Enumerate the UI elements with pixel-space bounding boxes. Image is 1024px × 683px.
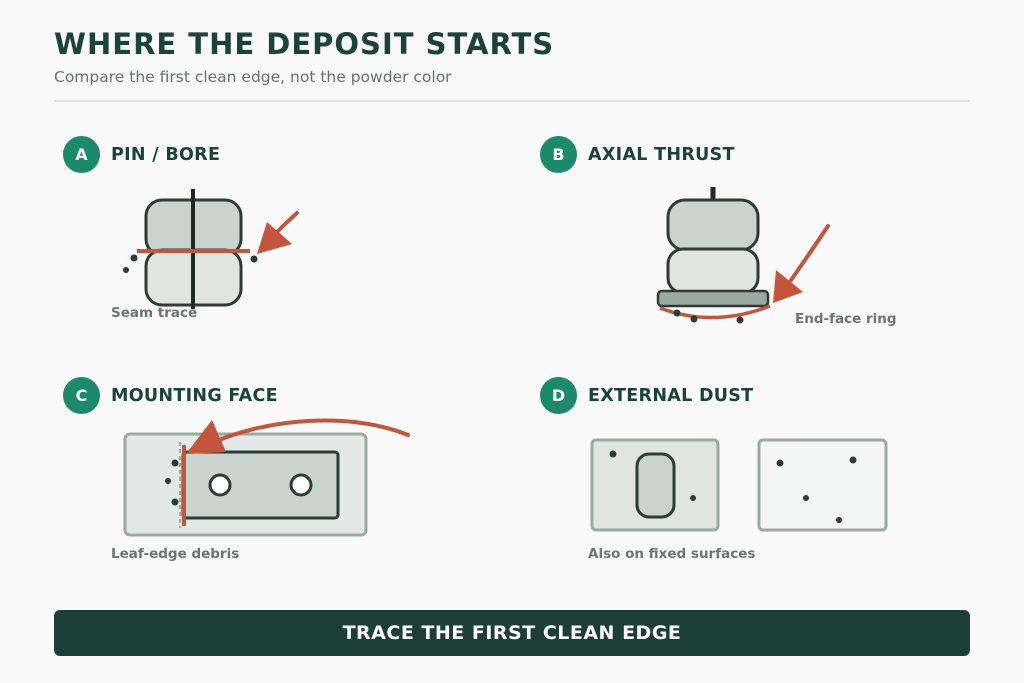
panel-b-caption: End-face ring [795, 311, 897, 327]
pointer-arrow-head [186, 420, 226, 454]
end-face-ring-trace [659, 304, 771, 320]
pointer-arrow-head [773, 270, 803, 303]
axial-thrust-illustration [656, 187, 830, 324]
dust-dot [803, 495, 809, 501]
upper-stack-element [666, 198, 760, 252]
debris-dot [130, 254, 138, 262]
panel-c-caption: Leaf-edge debris [111, 546, 240, 562]
debris-dot [171, 459, 179, 467]
mounting-face-illustration [123, 418, 410, 537]
dust-dot [690, 495, 696, 501]
debris-dot [123, 267, 129, 273]
page-subtitle: Compare the first clean edge, not the po… [54, 68, 452, 86]
pin-bore-illustration [123, 189, 299, 309]
pointer-arrow-shaft [212, 418, 410, 444]
debris-dot [165, 478, 171, 484]
panel-c-title: MOUNTING FACE [111, 386, 278, 406]
panel-a-title: PIN / BORE [111, 145, 221, 165]
component-body [635, 452, 676, 519]
debris-dot [736, 316, 744, 324]
debris-dot [250, 255, 258, 263]
pointer-arrow-shaft [787, 224, 830, 285]
panel-d-badge: D [540, 377, 577, 414]
debris-dot [673, 309, 681, 317]
fixed-surface [757, 438, 888, 532]
bolt-hole [208, 473, 232, 497]
dust-dot [609, 450, 617, 458]
dust-dot [849, 456, 857, 464]
panel-b-badge: B [540, 136, 577, 173]
dust-dot [776, 459, 784, 467]
dust-dot [836, 517, 842, 523]
panel-b-title: AXIAL THRUST [588, 145, 735, 165]
end-face-plate [656, 289, 770, 308]
panel-d-title: EXTERNAL DUST [588, 386, 754, 406]
panel-a-badge: A [63, 136, 100, 173]
mounted-leaf-plate [181, 450, 340, 520]
pointer-arrow-head [257, 222, 292, 254]
panel-d-caption: Also on fixed surfaces [588, 546, 756, 562]
debris-dot [690, 315, 698, 323]
header-divider [54, 100, 970, 102]
panel-a-caption: Seam trace [111, 305, 198, 321]
debris-dot [171, 498, 179, 506]
footer-banner: TRACE THE FIRST CLEAN EDGE [54, 610, 970, 656]
lower-stack-element [666, 247, 760, 295]
page-title: WHERE THE DEPOSIT STARTS [54, 27, 555, 61]
bolt-hole [289, 473, 313, 497]
external-dust-illustration [590, 438, 888, 532]
panel-c-badge: C [63, 377, 100, 414]
